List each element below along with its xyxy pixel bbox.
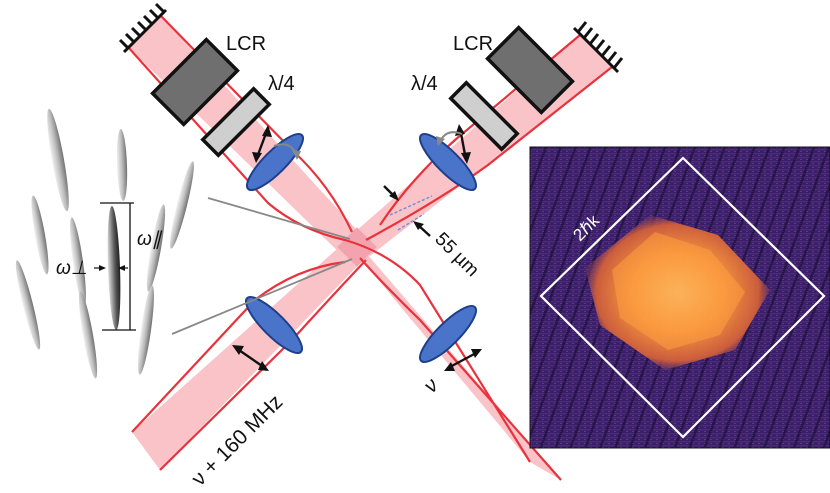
mirror-icon	[572, 21, 624, 74]
lens-icon	[246, 133, 304, 191]
omega-perp-label: ω⊥	[56, 258, 87, 279]
omega-parallel-label: ω∥	[137, 229, 163, 250]
mirror-icon	[118, 2, 168, 54]
waist-arrow-top	[383, 185, 399, 201]
rotation-arrow-icon	[273, 143, 301, 160]
lens-icon	[419, 133, 477, 191]
trap-array	[15, 108, 194, 379]
quarter-waveplate-right	[448, 80, 520, 152]
polarization-arrow-icon	[232, 345, 269, 371]
leader-line-bottom	[171, 258, 353, 335]
beam-overlap-region	[337, 227, 377, 267]
momentum-frame	[539, 156, 826, 439]
absorption-image	[529, 146, 830, 449]
lcr-right	[485, 25, 575, 115]
omega-parallel-bracket	[100, 202, 136, 331]
waist-marker-top	[389, 195, 433, 216]
quarter-wave-right-label: λ/4	[411, 73, 438, 95]
waist-marker-bottom	[397, 213, 425, 231]
lens-icon	[245, 296, 303, 354]
rotation-arrow-icon	[436, 131, 463, 146]
polarization-arrow-icon	[444, 349, 482, 371]
omega-perp-arrows	[94, 265, 128, 271]
lcr-left-label: LCR	[226, 33, 266, 55]
leader-line-top	[207, 197, 351, 240]
waist-label: 55 µm	[430, 229, 482, 281]
lcr-right-label: LCR	[453, 33, 493, 55]
quarter-wave-left-label: λ/4	[268, 73, 295, 95]
lcr-left	[150, 37, 240, 127]
polarization-arrow-icon	[252, 125, 272, 163]
lens-icon	[419, 305, 477, 363]
quarter-waveplate-left	[200, 86, 272, 158]
waist-arrow-bottom	[413, 221, 431, 237]
freq-right-label: ν	[419, 373, 443, 397]
